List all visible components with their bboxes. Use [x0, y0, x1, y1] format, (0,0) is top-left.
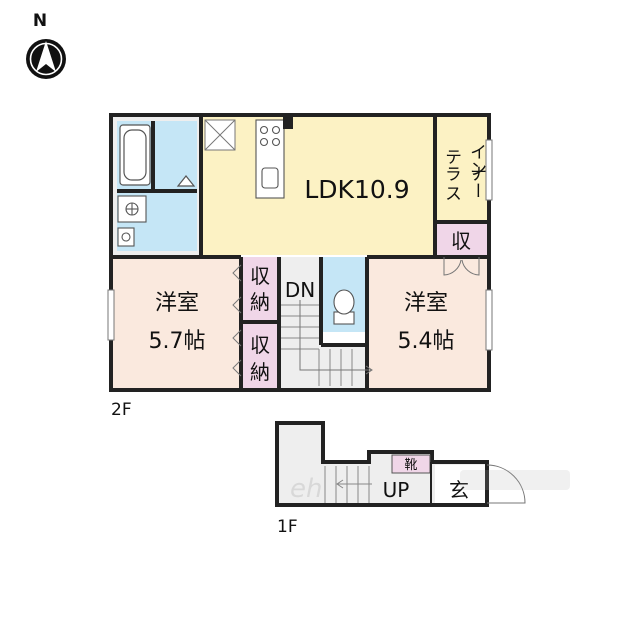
storage-small-label: 収 — [451, 229, 471, 253]
western-room-left-size: 5.7帖 — [149, 329, 206, 354]
closet-lower-label-2: 納 — [250, 360, 270, 384]
closet-upper-label-1: 収 — [250, 264, 270, 288]
second-floor-plan: イン ナー テラ ス LDK10.9 収 収 納 収 納 — [107, 113, 493, 420]
toilet-icon — [333, 289, 355, 325]
stair-down-label: DN — [285, 278, 315, 302]
closet-upper-label-2: 納 — [250, 290, 270, 314]
storage-small — [434, 222, 487, 256]
svg-text:ス: ス — [441, 185, 461, 202]
ldk-room — [201, 117, 435, 255]
compass-north-label: N — [33, 11, 47, 31]
closet-lower-label-1: 収 — [250, 333, 270, 357]
western-room-right-name: 洋室 — [404, 291, 448, 316]
refrigerator-icon — [204, 119, 236, 151]
western-room-right-size: 5.4帖 — [398, 329, 455, 354]
western-room-left — [113, 257, 241, 388]
svg-text:イン: イン — [466, 143, 486, 177]
svg-text:テラ: テラ — [441, 148, 461, 182]
washer-icon — [117, 227, 135, 247]
shoe-box-label: 靴 — [404, 458, 417, 473]
bathtub-icon — [119, 124, 151, 186]
washbasin-icon — [117, 195, 147, 223]
inner-terrace-label: イン ナー テラ ス — [441, 143, 486, 202]
western-room-left-name: 洋室 — [155, 291, 199, 316]
kitchen-counter-icon — [255, 119, 285, 199]
floor-label-1f: 1F — [277, 517, 298, 537]
first-floor-plan: 靴 UP 玄 1F — [275, 421, 526, 537]
entrance-door-icon — [486, 464, 526, 504]
inner-terrace — [435, 117, 487, 222]
floor-label-2f: 2F — [111, 400, 132, 420]
western-room-right — [367, 257, 487, 388]
stair-up-label: UP — [383, 478, 410, 502]
staircase-icon — [281, 300, 373, 386]
watermark-logo: eh — [290, 470, 570, 504]
entrance-label: 玄 — [449, 478, 469, 502]
svg-text:eh: eh — [290, 474, 322, 504]
ldk-label: LDK10.9 — [304, 175, 409, 204]
entrance-stair-icon — [324, 466, 372, 503]
compass: N — [26, 11, 66, 79]
svg-text:ナー: ナー — [466, 165, 486, 199]
